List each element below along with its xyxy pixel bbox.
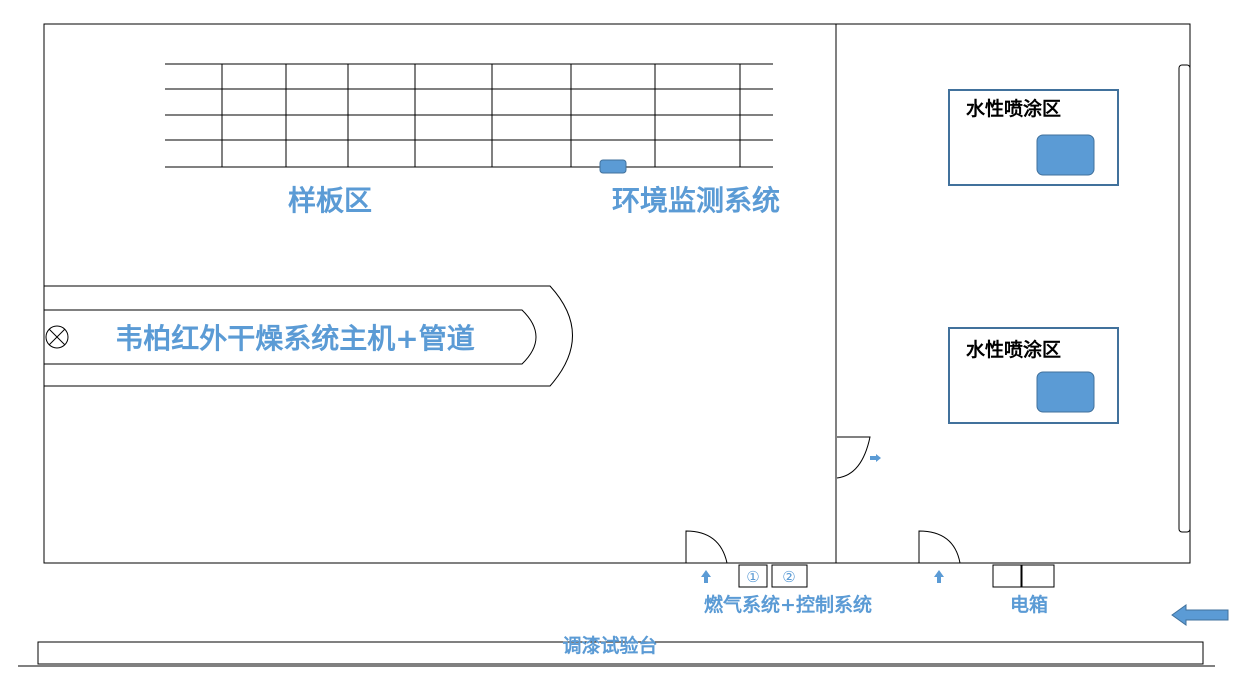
spray-booth-2 [1036,371,1095,413]
door-left [685,530,728,564]
control-box-2 [771,564,808,588]
dryer-duct [44,285,573,387]
arrow-left-icon [870,454,881,462]
env-monitor-label: 环境监测系统 [612,184,780,217]
gas-box-1-label: ① [746,568,759,586]
door-right [918,530,961,564]
arrow-left-icon [1171,604,1229,626]
arrow-up-icon [701,570,711,583]
spray-zone-1-label: 水性喷涂区 [966,97,1061,120]
paint-bench [37,641,1204,665]
paint-bench-label: 调漆试验台 [562,634,657,657]
arrow-up-icon [934,570,944,583]
electric-box-label: 电箱 [1010,593,1048,616]
electric-box-1 [992,564,1022,588]
sample-area-label: 样板区 [288,184,372,217]
sample-grid [165,63,773,168]
spray-booth-1 [1036,134,1095,176]
gas-box-1 [738,564,768,588]
spray-zone-2-label: 水性喷涂区 [966,338,1061,361]
control-box-2-label: ② [782,568,795,586]
dryer-label: 韦柏红外干燥系统主机+管道 [115,322,474,355]
wall-rail [1178,64,1191,533]
circle-x-icon [45,325,69,349]
door-partition [836,436,871,479]
gas-control-label: 燃气系统+控制系统 [704,593,872,616]
electric-box-2 [1021,564,1055,588]
env-sensor [599,159,627,174]
